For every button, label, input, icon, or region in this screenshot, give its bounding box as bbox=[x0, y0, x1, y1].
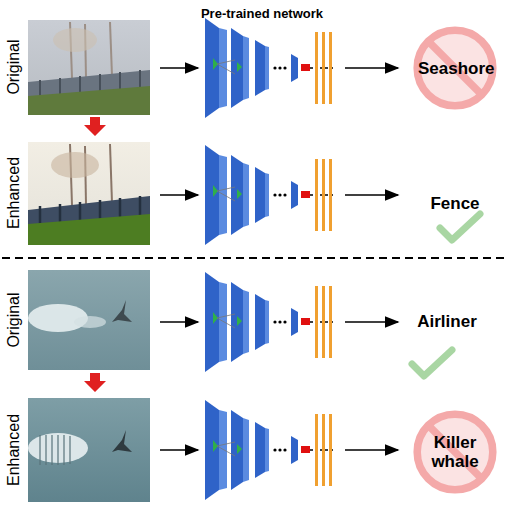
class-label: Killer whale bbox=[418, 433, 492, 471]
photo bbox=[28, 20, 150, 115]
photo bbox=[28, 270, 150, 370]
photo bbox=[28, 398, 150, 502]
prohibition-circle: Killer whale bbox=[413, 410, 497, 494]
row-label: Enhanced bbox=[5, 414, 23, 486]
header-label: Pre-trained network bbox=[201, 6, 323, 21]
row-label: Enhanced bbox=[5, 157, 23, 229]
flow-arrows bbox=[160, 68, 398, 450]
row-label: Original bbox=[5, 39, 23, 94]
enhance-arrow bbox=[84, 373, 106, 392]
network-icon bbox=[205, 145, 333, 245]
row-label: Original bbox=[5, 292, 23, 347]
class-label: Fence bbox=[430, 194, 479, 214]
class-label: Airliner bbox=[417, 312, 477, 332]
network-icon bbox=[205, 272, 333, 372]
check-mark bbox=[412, 350, 452, 376]
photo bbox=[28, 142, 150, 245]
enhance-arrow bbox=[84, 117, 106, 136]
separator bbox=[2, 257, 508, 259]
network-icon bbox=[205, 18, 333, 118]
check-mark bbox=[440, 214, 480, 240]
class-label: Seashore bbox=[418, 59, 492, 78]
network-icon bbox=[205, 400, 333, 500]
prohibition-circle: Seashore bbox=[413, 26, 497, 110]
